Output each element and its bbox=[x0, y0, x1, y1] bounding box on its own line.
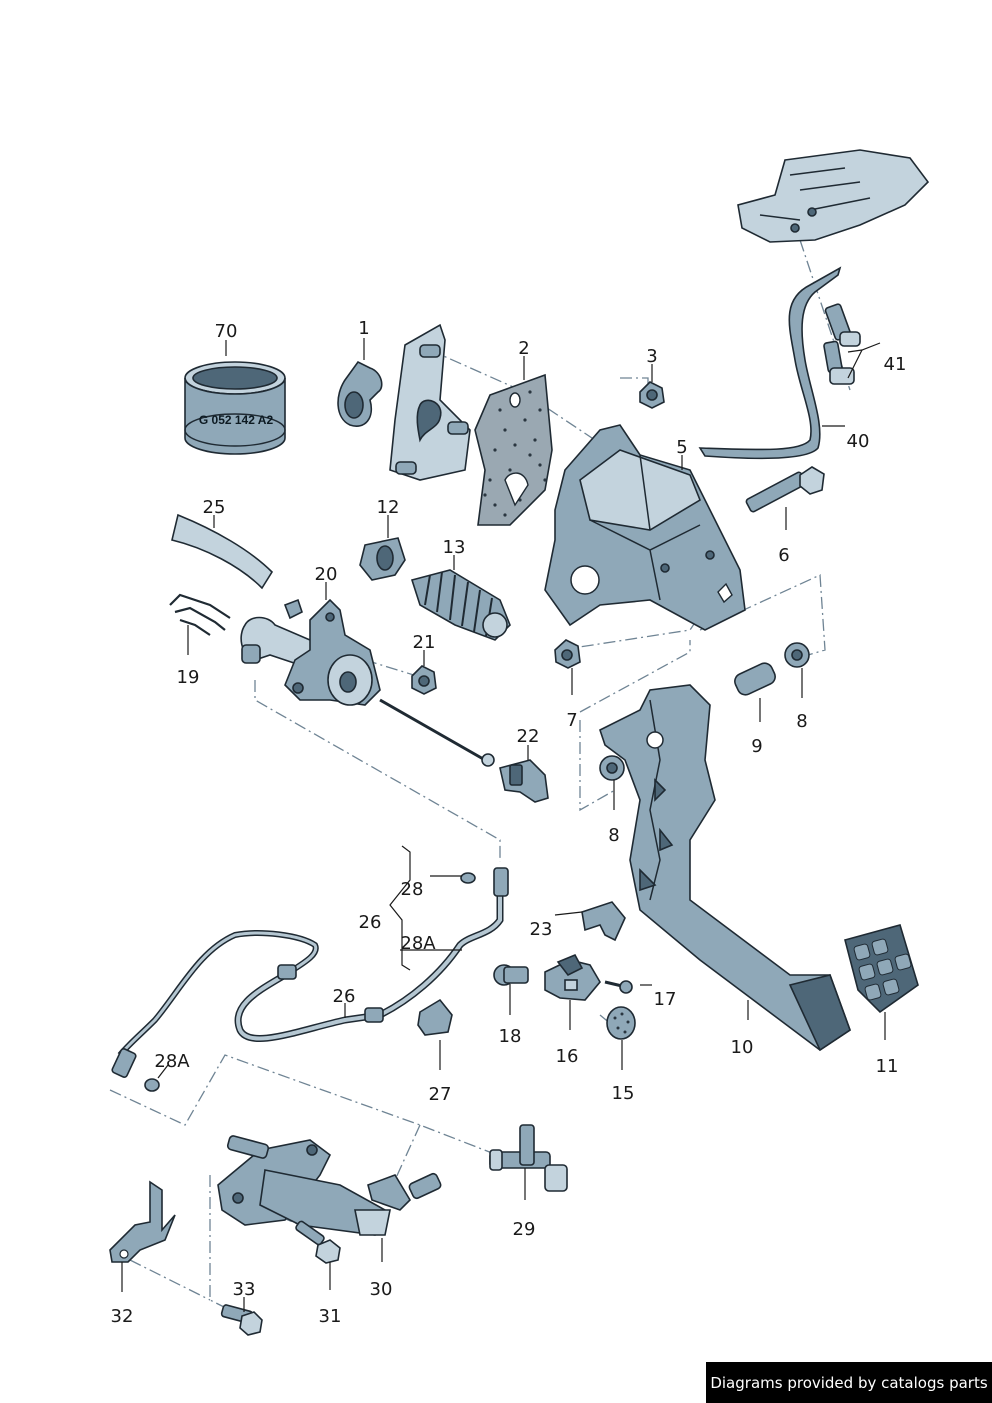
callout-33: 33 bbox=[233, 1279, 256, 1300]
bolt-31 bbox=[295, 1220, 341, 1264]
callout-31: 31 bbox=[319, 1306, 342, 1327]
pedal-pad-11 bbox=[844, 924, 919, 1014]
callout-15: 15 bbox=[612, 1083, 635, 1104]
callout-6: 6 bbox=[778, 545, 789, 566]
callout-30: 30 bbox=[370, 1279, 393, 1300]
seal-28 bbox=[460, 872, 476, 884]
clutch-pedal-10 bbox=[599, 684, 851, 1052]
callout-5: 5 bbox=[676, 437, 687, 458]
callout-1: 1 bbox=[358, 318, 369, 339]
callout-70: 70 bbox=[215, 321, 238, 342]
callout-26-lower: 26 bbox=[333, 986, 356, 1007]
callout-28A-lower: 28A bbox=[154, 1051, 190, 1072]
bracket-32 bbox=[109, 1180, 176, 1263]
screws-41 bbox=[823, 303, 861, 385]
callout-41: 41 bbox=[884, 354, 907, 375]
ring-70 bbox=[184, 361, 286, 455]
callout-20: 20 bbox=[315, 564, 338, 585]
callout-26-upper: 26 bbox=[359, 912, 382, 933]
callout-8-left: 8 bbox=[608, 825, 619, 846]
nut-3 bbox=[639, 381, 665, 409]
credit-banner: Diagrams provided by catalogs parts bbox=[706, 1362, 992, 1403]
return-spring bbox=[698, 266, 842, 460]
leader-lines bbox=[121, 338, 886, 1312]
credit-text: Diagrams provided by catalogs parts bbox=[710, 1373, 988, 1392]
callout-32: 32 bbox=[111, 1306, 134, 1327]
clip-1 bbox=[337, 360, 383, 427]
callout-3: 3 bbox=[646, 346, 657, 367]
bracket-plate bbox=[389, 323, 471, 481]
callout-11: 11 bbox=[876, 1056, 899, 1077]
hydraulic-lines bbox=[111, 867, 509, 1078]
callout-13: 13 bbox=[443, 537, 466, 558]
bolt-33 bbox=[220, 1304, 263, 1336]
master-cylinder-20 bbox=[240, 598, 495, 767]
hose-25 bbox=[171, 513, 274, 590]
spring-clip-19 bbox=[169, 593, 231, 636]
callout-28A-upper: 28A bbox=[400, 933, 436, 954]
callout-29: 29 bbox=[513, 1219, 536, 1240]
tee-fitting-29 bbox=[489, 1124, 568, 1192]
callout-2: 2 bbox=[518, 338, 529, 359]
clip-12 bbox=[359, 537, 406, 581]
gasket-2 bbox=[474, 373, 553, 526]
callout-12: 12 bbox=[377, 497, 400, 518]
callout-21: 21 bbox=[413, 632, 436, 653]
pad-15 bbox=[606, 1006, 636, 1040]
callout-19: 19 bbox=[177, 667, 200, 688]
bolt-6 bbox=[745, 466, 825, 513]
bushing-8-right bbox=[784, 642, 810, 668]
screw-17 bbox=[604, 980, 633, 994]
firewall-bracket bbox=[737, 149, 930, 243]
retaining-clip-22 bbox=[499, 759, 549, 803]
callout-28: 28 bbox=[401, 879, 424, 900]
callout-10: 10 bbox=[731, 1037, 754, 1058]
bushing-9 bbox=[734, 662, 776, 696]
callout-8-right: 8 bbox=[796, 711, 807, 732]
cap-23 bbox=[581, 901, 626, 942]
callout-9: 9 bbox=[751, 736, 762, 757]
slave-cylinder-30 bbox=[217, 1135, 442, 1236]
nut-21 bbox=[411, 665, 437, 695]
seal-28A bbox=[144, 1078, 160, 1092]
pedal-bracket-5 bbox=[544, 424, 746, 631]
callout-7: 7 bbox=[566, 710, 577, 731]
ring-marking: G 052 142 A2 bbox=[199, 413, 274, 427]
assist-spring-13 bbox=[410, 569, 511, 641]
callout-40: 40 bbox=[847, 431, 870, 452]
callout-25: 25 bbox=[203, 497, 226, 518]
callout-18: 18 bbox=[499, 1026, 522, 1047]
nut-7 bbox=[554, 639, 581, 669]
switch-16 bbox=[544, 953, 601, 1001]
callout-22: 22 bbox=[517, 726, 540, 747]
sleeve-18 bbox=[493, 964, 529, 986]
callout-16: 16 bbox=[556, 1046, 579, 1067]
callout-labels: 70 1 2 3 41 40 5 6 25 12 13 20 19 21 7 9… bbox=[111, 318, 907, 1327]
bushing-8-left bbox=[599, 755, 625, 781]
callout-23: 23 bbox=[530, 919, 553, 940]
clip-27 bbox=[417, 998, 453, 1036]
callout-17: 17 bbox=[654, 989, 677, 1010]
callout-27: 27 bbox=[429, 1084, 452, 1105]
